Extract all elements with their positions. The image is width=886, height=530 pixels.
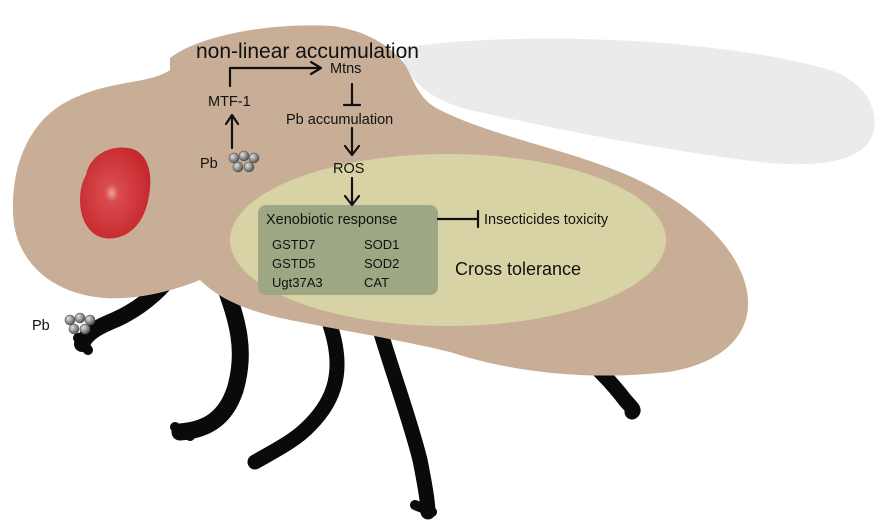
pathway-arrows [224,60,480,229]
pb-particles-body [228,150,260,173]
pb-particles-source [64,312,96,335]
arrowhead-ros [343,144,361,157]
mtns-label: Mtns [330,61,361,77]
mtf1-label: MTF-1 [208,94,251,110]
pb-source-label: Pb [32,318,50,334]
claw-3 [410,500,437,517]
gene-right-1: SOD1 [364,237,399,252]
arrowhead-mtns [309,60,323,76]
arrow-mtf1-to-mtns [228,66,322,88]
wing [400,38,875,165]
gene-right-3: CAT [364,275,389,290]
claw-2 [170,422,195,441]
pb-accumulation-label: Pb accumulation [286,112,393,128]
pb-input-label: Pb [200,156,218,172]
eye [80,147,151,239]
xenobiotic-gene-box [258,205,438,295]
ros-label: ROS [333,161,364,177]
gene-left-2: GSTD5 [272,256,315,271]
claw-1 [73,333,93,355]
xenobiotic-response-label: Xenobiotic response [266,212,397,228]
middle-leg [247,317,345,470]
insecticides-toxicity-label: Insecticides toxicity [484,212,609,228]
arrowhead-mtf1 [224,113,240,126]
middle-leg-2 [372,322,436,520]
cross-tolerance-label: Cross tolerance [455,259,581,279]
gene-left-1: GSTD7 [272,237,315,252]
gene-left-3: Ugt37A3 [272,275,323,290]
diagram-title: non-linear accumulation [196,40,419,63]
gene-right-2: SOD2 [364,256,399,271]
arrowhead-xenobiotic [343,194,361,207]
